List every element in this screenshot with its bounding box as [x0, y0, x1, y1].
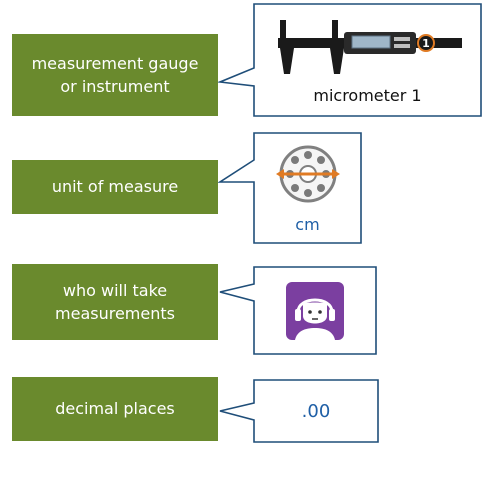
callout-unit: cm	[256, 135, 359, 241]
label-who-measures: who will take measurements	[12, 264, 218, 340]
callout-instrument: 1 micrometer 1	[256, 6, 479, 114]
callout-decimals: .00	[256, 382, 376, 440]
label-line: measurement gauge	[31, 53, 199, 73]
label-line: who will take	[62, 280, 168, 300]
ruler-gauge-icon	[275, 145, 340, 202]
caliper-icon: 1	[277, 19, 462, 74]
callout-person	[256, 269, 374, 352]
label-line: or instrument	[60, 77, 170, 96]
decimal-caption: .00	[301, 400, 331, 422]
label-unit-of-measure: unit of measure	[12, 160, 218, 214]
label-decimal-places: decimal places	[12, 377, 218, 441]
label-measurement-gauge: measurement gauge or instrument	[12, 34, 218, 116]
unit-caption: cm	[295, 214, 320, 234]
badge-number: 1	[422, 37, 430, 50]
instrument-caption: micrometer 1	[313, 85, 422, 105]
person-icon	[286, 281, 344, 340]
label-line: unit of measure	[51, 177, 179, 197]
label-line: measurements	[55, 304, 175, 323]
label-line: decimal places	[55, 399, 175, 419]
